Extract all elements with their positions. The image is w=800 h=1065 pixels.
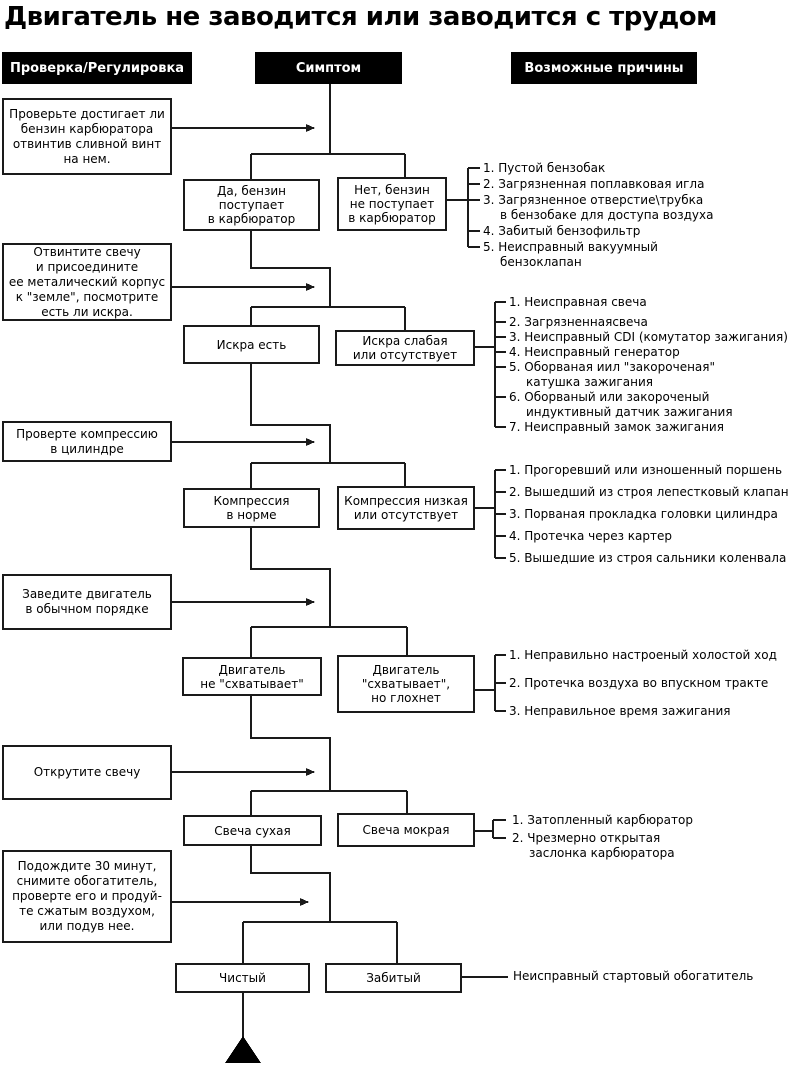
cause-item: 5. Вышедшие из строя сальники коленвала (509, 551, 787, 565)
causes-list-start: 1. Неправильно настроеный холостой ход 2… (509, 648, 799, 732)
cause-item: 6. Оборваный или закороченый индуктивный… (509, 390, 733, 419)
cause-item: 2. Загрязненнаясвеча (509, 315, 648, 329)
causes-list-fuel: 1. Пустой бензобак 2. Загрязненная попла… (483, 161, 753, 271)
cause-item: 1. Неисправная свеча (509, 295, 647, 309)
cause-item: 1. Затопленный карбюратор (512, 813, 693, 827)
cause-item: 4. Забитый бензофильтр (483, 224, 641, 238)
cause-item: 2. Протечка воздуха во впускном тракте (509, 676, 769, 690)
check-arrows (172, 124, 315, 906)
header-check: Проверка/Регулировка (2, 52, 192, 84)
cause-item: 2. Загрязненная поплавковая игла (483, 177, 705, 191)
cause-item: 4. Протечка через картер (509, 529, 673, 543)
header-causes: Возможные причины (511, 52, 697, 84)
causes-list-spark: 1. Неисправная свеча 2. Загрязненнаясвеч… (509, 295, 797, 435)
check-box-spark: Отвинтите свечу и присоедините ее метали… (2, 243, 172, 321)
cause-brackets (447, 167, 508, 978)
check-box-start-engine: Заведите двигатель в обычном порядке (2, 574, 172, 630)
symptom-plug-wet: Свеча мокрая (337, 813, 475, 847)
causes-list-choke: Неисправный стартовый обогатитель (513, 969, 793, 984)
cause-item: 5. Неисправный вакуумный бензоклапан (483, 240, 658, 269)
cause-item: 1. Прогоревший или изношенный поршень (509, 463, 783, 477)
symptom-choke-clean: Чистый (175, 963, 310, 993)
cause-item: 4. Неисправный генератор (509, 345, 680, 359)
symptom-engine-no-catch: Двигатель не "схватывает" (182, 657, 322, 696)
cause-item: 3. Загрязненное отверстие\трубка в бензо… (483, 193, 714, 222)
cause-item: 2. Чрезмерно открытая заслонка карбюрато… (512, 831, 675, 860)
check-box-compression: Проверте компрессию в цилиндре (2, 421, 172, 462)
page-title: Двигатель не заводится или заводится с т… (4, 2, 717, 32)
check-box-fuel-delivery: Проверьте достигает ли бензин карбюратор… (2, 98, 172, 175)
symptom-fuel-yes: Да, бензин поступает в карбюратор (183, 179, 320, 231)
cause-item: 3. Неправильное время зажигания (509, 704, 731, 718)
symptom-engine-catches-stalls: Двигатель "схватывает", но глохнет (337, 655, 475, 713)
symptom-choke-clogged: Забитый (325, 963, 462, 993)
symptom-spark-weak: Искра слабая или отсутствует (335, 330, 475, 366)
cause-item: 3. Неисправный CDI (комутатор зажигания) (509, 330, 788, 344)
cause-item: 5. Оборваная иил "закороченая" катушка з… (509, 360, 716, 389)
symptom-compression-ok: Компрессия в норме (183, 488, 320, 528)
causes-list-compression: 1. Прогоревший или изношенный поршень 2.… (509, 463, 799, 573)
cause-item: 1. Неправильно настроеный холостой ход (509, 648, 777, 662)
cause-item: 1. Пустой бензобак (483, 161, 606, 175)
symptom-fuel-no: Нет, бензин не поступает в карбюратор (337, 177, 447, 231)
check-box-remove-plug: Открутите свечу (2, 745, 172, 800)
symptom-compression-low: Компрессия низкая или отсутствует (337, 486, 475, 530)
cause-item: Неисправный стартовый обогатитель (513, 969, 754, 983)
cause-item: 3. Порваная прокладка головки цилиндра (509, 507, 778, 521)
check-box-choke: Подождите 30 минут, снимите обогатитель,… (2, 850, 172, 943)
symptom-plug-dry: Свеча сухая (183, 815, 322, 846)
continuation-arrow (225, 1036, 261, 1063)
cause-item: 7. Неисправный замок зажигания (509, 420, 724, 434)
causes-list-plug: 1. Затопленный карбюратор 2. Чрезмерно о… (512, 813, 782, 864)
cause-item: 2. Вышедший из строя лепестковый клапан (509, 485, 789, 499)
symptom-spark-ok: Искра есть (183, 325, 320, 364)
spine-lines (242, 84, 408, 1038)
header-symptom: Симптом (255, 52, 402, 84)
